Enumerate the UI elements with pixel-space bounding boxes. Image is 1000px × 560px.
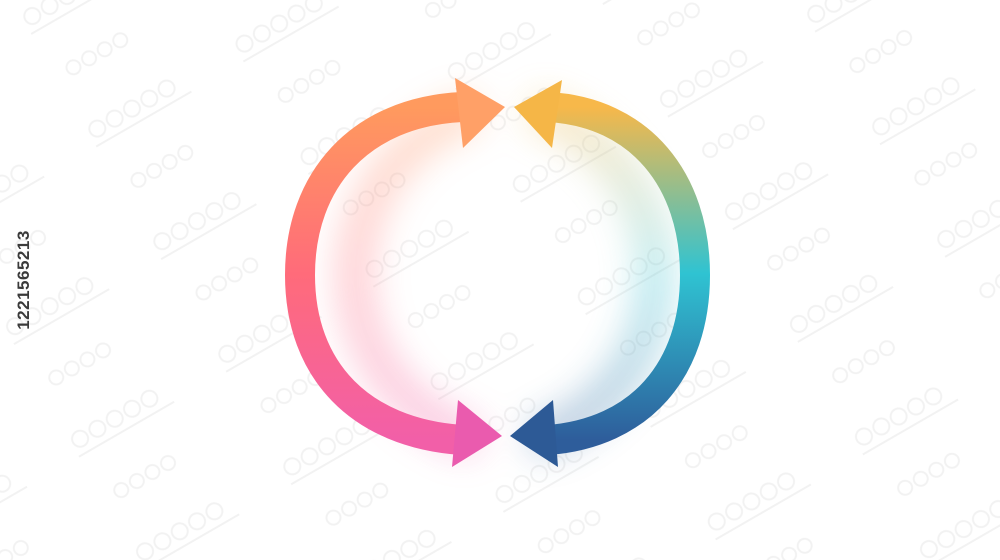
arrowhead-top-right: [514, 80, 562, 148]
arrowhead-bottom-left: [452, 400, 502, 467]
arrowhead-bottom-right: [510, 400, 558, 467]
arrowhead-top-left: [455, 78, 505, 148]
icon-glow: [337, 93, 673, 457]
right-arrow-arc: [510, 80, 711, 467]
stock-id-label: 1221565213: [14, 230, 33, 330]
left-arrow-arc: [284, 78, 505, 467]
